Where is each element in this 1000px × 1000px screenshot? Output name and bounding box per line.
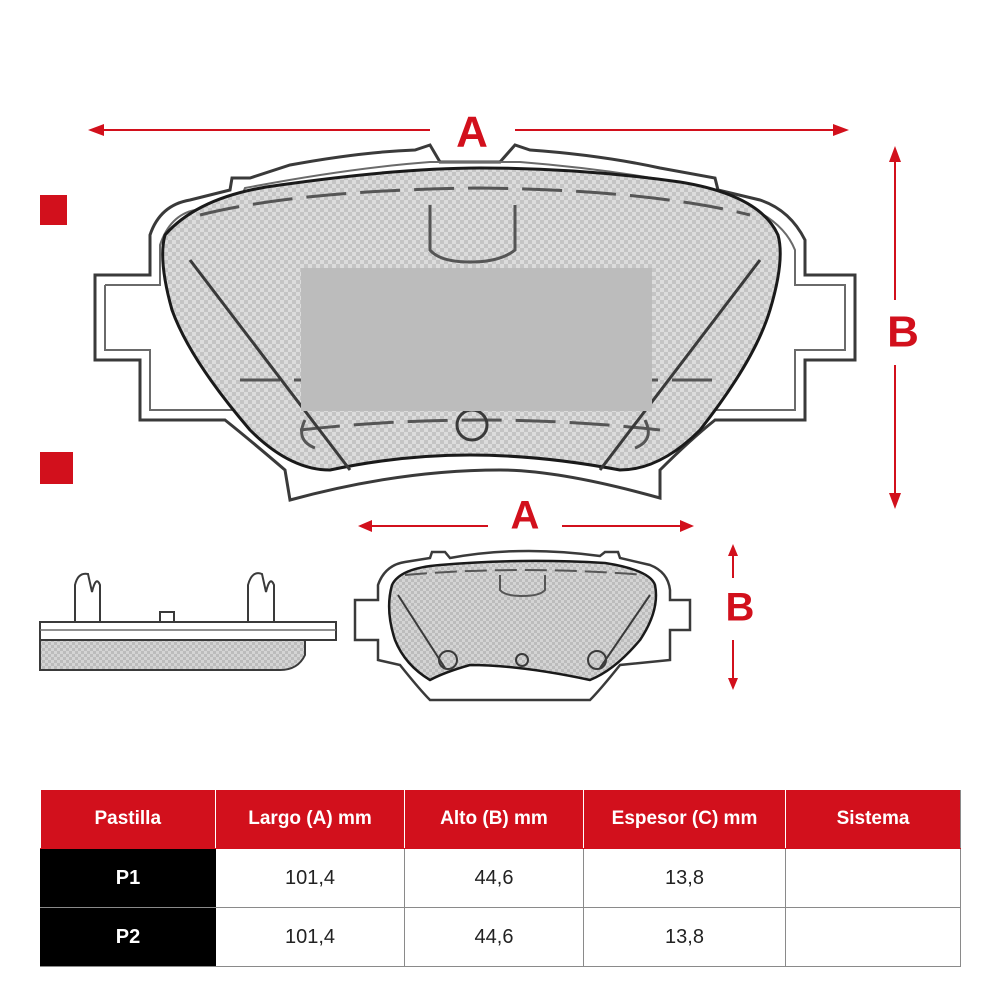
wear-line-top [199, 186, 751, 217]
dimension-a-top: A [88, 108, 849, 157]
dimension-a-bottom-label: A [511, 494, 540, 538]
header-alto: Alto (B) mm [404, 790, 584, 849]
small-friction-material [387, 559, 658, 682]
side-clip-right [247, 572, 275, 622]
center-slot [428, 205, 517, 264]
cell-alto: 44,6 [404, 848, 584, 908]
chamfer-left [188, 259, 352, 471]
dimension-a-top-label: A [456, 108, 488, 157]
side-rivet [159, 611, 175, 623]
table-row: P1 101,4 44,6 13,8 [40, 848, 961, 908]
row-label: P2 [40, 907, 216, 967]
side-backing-plate [39, 621, 337, 641]
dimension-b-bottom: B [726, 544, 755, 690]
small-chamfer-left [397, 594, 446, 669]
wear-line-mid [299, 418, 661, 432]
hook-right [634, 419, 650, 450]
small-chamfer-right [599, 594, 651, 669]
header-largo: Largo (A) mm [215, 790, 405, 849]
header-sistema: Sistema [785, 790, 961, 849]
cell-espesor: 13,8 [583, 848, 786, 908]
row-label: P1 [40, 848, 216, 908]
brake-pad-diagram: A B A [39, 107, 919, 702]
marker-square-top [40, 195, 67, 225]
header-pastilla: Pastilla [40, 790, 216, 849]
dimension-b-top-label: B [887, 308, 919, 357]
small-hole-center [515, 653, 529, 667]
label-placeholder [301, 268, 652, 411]
dimension-b-top: B [887, 146, 919, 509]
cell-espesor: 13,8 [583, 907, 786, 967]
cell-sistema [785, 907, 961, 967]
cell-sistema [785, 848, 961, 908]
hook-left [300, 419, 316, 450]
dimension-b-bottom-label: B [726, 586, 755, 630]
brake-pad-front-view [93, 143, 857, 502]
marker-square-bottom [40, 452, 73, 484]
table-row: P2 101,4 44,6 13,8 [40, 907, 961, 967]
specifications-table: Pastilla Largo (A) mm Alto (B) mm Espeso… [40, 790, 961, 967]
cell-largo: 101,4 [215, 848, 405, 908]
table-header-row: Pastilla Largo (A) mm Alto (B) mm Espeso… [40, 790, 961, 849]
side-friction-material [39, 639, 306, 671]
small-center-slot [499, 575, 546, 598]
cell-largo: 101,4 [215, 907, 405, 967]
cell-alto: 44,6 [404, 907, 584, 967]
side-clip-left [74, 572, 101, 622]
brake-pad-small-view [353, 549, 692, 702]
dimension-a-bottom: A [358, 494, 694, 538]
header-espesor: Espesor (C) mm [583, 790, 786, 849]
backing-plate-inner-left [104, 285, 240, 411]
chamfer-right [598, 259, 762, 471]
brake-pad-side-view [39, 572, 337, 671]
